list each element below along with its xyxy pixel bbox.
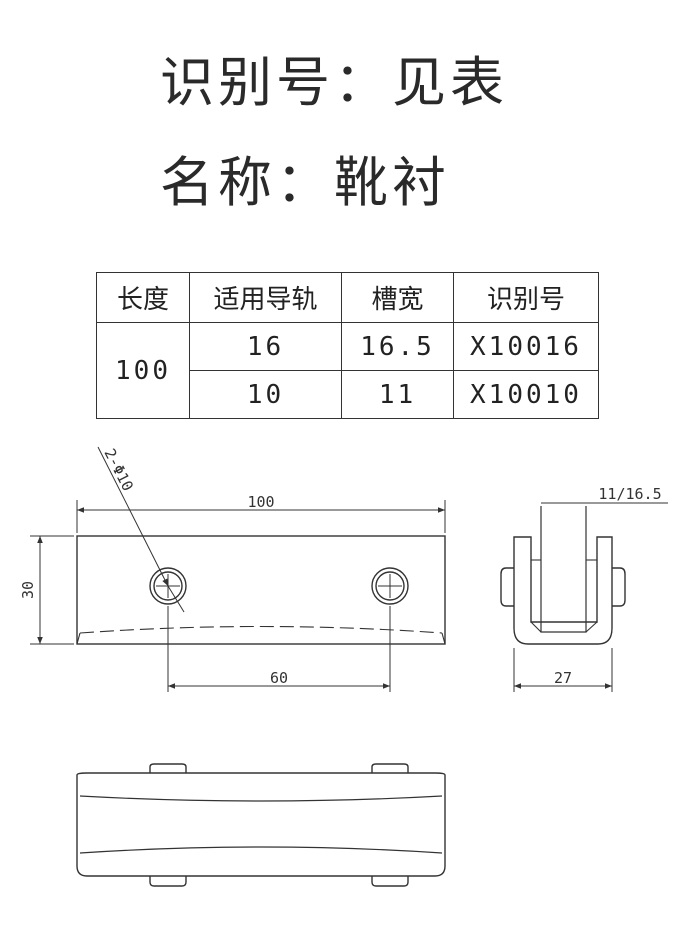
table-header-row: 长度 适用导轨 槽宽 识别号 bbox=[96, 272, 599, 323]
title-identification: 识别号：见表 bbox=[160, 51, 508, 114]
cell-rail: 10 bbox=[189, 370, 342, 419]
bottom-edge-curve bbox=[79, 846, 443, 854]
label-length: 100 bbox=[247, 493, 274, 511]
lug-bottom-left bbox=[149, 876, 187, 887]
hidden-slot-line bbox=[79, 625, 443, 634]
table-row: 10 11 X10010 bbox=[97, 370, 599, 419]
mounting-hole-right bbox=[371, 567, 409, 605]
hole-leader bbox=[97, 446, 169, 587]
header-length: 长度 bbox=[96, 272, 190, 323]
top-view bbox=[76, 763, 446, 887]
lug-bottom-right bbox=[371, 876, 409, 887]
cell-rail: 16 bbox=[189, 322, 342, 371]
side-lug-right bbox=[612, 567, 626, 607]
side-view bbox=[500, 502, 668, 692]
cell-length: 100 bbox=[96, 322, 190, 419]
top-view-outline bbox=[76, 772, 446, 877]
table-row: 100 16 16.5 X10016 bbox=[96, 322, 599, 419]
cell-slot-width: 11 bbox=[341, 370, 454, 419]
label-slot-width: 11/16.5 bbox=[598, 485, 661, 503]
cell-id: X10016 bbox=[453, 322, 599, 371]
spec-table: 长度 适用导轨 槽宽 识别号 100 16 16.5 X10016 10 11 … bbox=[96, 272, 599, 419]
header-slot-width: 槽宽 bbox=[341, 272, 454, 323]
cell-id: X10010 bbox=[453, 370, 599, 419]
label-width: 27 bbox=[554, 669, 572, 687]
front-view bbox=[30, 446, 446, 692]
lug-top-left bbox=[149, 763, 187, 773]
top-edge-curve bbox=[79, 795, 443, 802]
label-hole: 2-Φ10 bbox=[100, 446, 137, 494]
label-hole-spacing: 60 bbox=[270, 669, 288, 687]
front-view-outline bbox=[76, 535, 446, 645]
label-height: 30 bbox=[19, 581, 37, 599]
lug-top-right bbox=[371, 763, 409, 773]
title-name: 名称：靴衬 bbox=[160, 151, 450, 214]
side-lug-left bbox=[500, 567, 514, 607]
side-view-outline bbox=[513, 536, 613, 645]
